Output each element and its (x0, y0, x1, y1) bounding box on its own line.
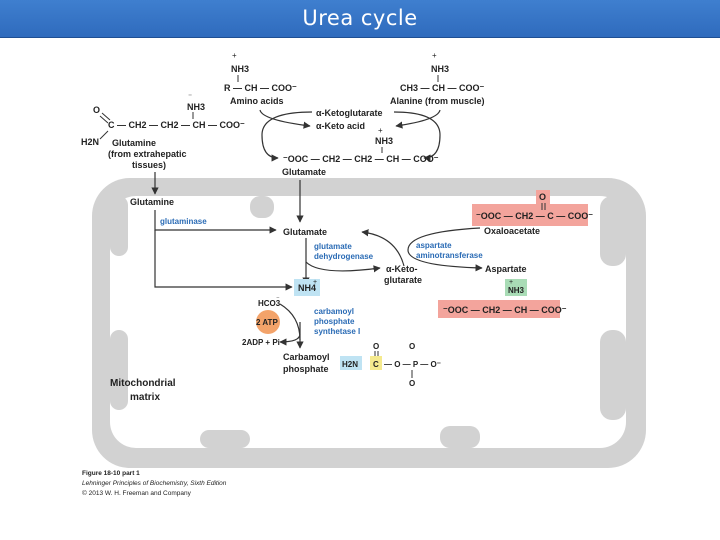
figure-caption: Figure 18-10 part 1 Lehninger Principles… (82, 470, 227, 497)
oxaloacetate-o: O (539, 192, 546, 202)
glutamine-formula: C — CH2 — CH2 — CH — COO⁻ (108, 120, 245, 130)
caption-copyright: © 2013 W. H. Freeman and Company (82, 489, 192, 497)
carbamoyl-o-top: O (373, 342, 379, 351)
svg-text:+: + (509, 279, 513, 286)
glutamine-origin-1: (from extrahepatic (108, 149, 187, 159)
svg-text:+: + (232, 51, 237, 60)
oxaloacetate-formula: ⁻OOC — CH2 — C — COO⁻ (476, 211, 593, 221)
cps1-label-2: phosphate (314, 317, 355, 326)
glutamine-origin-2: tissues) (132, 160, 166, 170)
transamination-loop: α-Ketoglutarate α-Keto acid + NH3 ⁻OOC —… (259, 108, 441, 177)
urea-cycle-diagram: + NH3 R — CH — COO⁻ Amino acids + NH3 CH… (81, 51, 646, 497)
glutamate-nh3: NH3 (375, 136, 393, 146)
amino-acid-formula: R — CH — COO⁻ (224, 83, 297, 93)
hco3-label: HCO3 (258, 299, 281, 308)
carbamoyl-h2n-box (340, 356, 362, 370)
title-bar: Urea cycle (0, 0, 720, 38)
gdh-label-2: dehydrogenase (314, 252, 374, 261)
glutamine-cytosol-group: O ⁻ NH3 C — CH2 — CH2 — CH — COO⁻ H2N Gl… (81, 92, 245, 170)
svg-text:+: + (313, 279, 317, 286)
svg-text:+: + (378, 126, 383, 135)
glutamine-label: Glutamine (112, 138, 156, 148)
amino-acids-label: Amino acids (230, 96, 284, 106)
matrix-label-1: Mitochondrial (110, 378, 176, 389)
cps1-label-1: carbamoyl (314, 307, 354, 316)
nh4-label: NH4 (298, 283, 316, 293)
ast-label-1: aspartate (416, 241, 452, 250)
cps1-label-3: synthetase I (314, 327, 360, 336)
ketoglutarate-matrix-2: glutarate (384, 275, 422, 285)
phosphate-o-bottom: O (409, 379, 415, 388)
matrix-label-2: matrix (130, 392, 160, 403)
glutamine-h2n: H2N (81, 137, 99, 147)
amino-acid-nh3: NH3 (231, 64, 249, 74)
alanine-nh3: NH3 (431, 64, 449, 74)
alanine-label: Alanine (from muscle) (390, 96, 485, 106)
carbamoyl-c: C (373, 360, 379, 369)
keto-acid-label: α-Keto acid (316, 121, 365, 131)
oxaloacetate-box (472, 204, 588, 226)
slide-title: Urea cycle (302, 6, 418, 30)
ketoglutarate-label: α-Ketoglutarate (316, 108, 383, 118)
caption-book: Lehninger Principles of Biochemistry, Si… (82, 480, 227, 487)
matrix-glutamate-label: Glutamate (283, 227, 327, 237)
carbamoyl-c-box (370, 356, 382, 370)
matrix-glutamine-label: Glutamine (130, 197, 174, 207)
ast-label-2: aminotransferase (416, 251, 483, 260)
mitochondrion-shape (92, 178, 646, 468)
aspartate-box (438, 300, 560, 318)
svg-text:⁻: ⁻ (188, 92, 192, 101)
carbamoyl-h2n: H2N (342, 360, 358, 369)
glutamine-o: O (93, 105, 100, 115)
gdh-label-1: glutamate (314, 242, 352, 251)
aspartate-label: Aspartate (485, 264, 527, 274)
matrix-contents: Glutamine glutaminase Glutamate glutamat… (110, 172, 593, 403)
caption-figure: Figure 18-10 part 1 (82, 470, 140, 477)
amino-acids-group: + NH3 R — CH — COO⁻ Amino acids (224, 51, 297, 106)
carbamoyl-label-1: Carbamoyl (283, 352, 330, 362)
carbamoyl-label-2: phosphate (283, 364, 329, 374)
atp-label: 2 ATP (256, 318, 278, 327)
oxaloacetate-label: Oxaloacetate (484, 226, 540, 236)
alanine-group: + NH3 CH3 — CH — COO⁻ Alanine (from musc… (390, 51, 485, 106)
alanine-formula: CH3 — CH — COO⁻ (400, 83, 485, 93)
svg-text:⁻: ⁻ (276, 296, 280, 303)
phosphate-o-top: O (409, 342, 415, 351)
glutamate-formula: ⁻OOC — CH2 — CH2 — CH — COO⁻ (283, 154, 439, 164)
atp-circle (256, 310, 280, 334)
nh4-box (294, 279, 320, 296)
glutaminase-label: glutaminase (160, 217, 207, 226)
svg-text:+: + (432, 51, 437, 60)
carbamoyl-formula: — O — P — O⁻ (384, 360, 441, 369)
aspartate-nh3-box (505, 279, 527, 296)
aspartate-nh3: NH3 (508, 286, 525, 295)
adp-label: 2ADP + Pi (242, 338, 280, 347)
ketoglutarate-matrix-1: α-Keto- (386, 264, 418, 274)
aspartate-formula: ⁻OOC — CH2 — CH — COO⁻ (443, 305, 567, 315)
glutamate-cytosol-label: Glutamate (282, 167, 326, 177)
glutamine-nh3: NH3 (187, 102, 205, 112)
